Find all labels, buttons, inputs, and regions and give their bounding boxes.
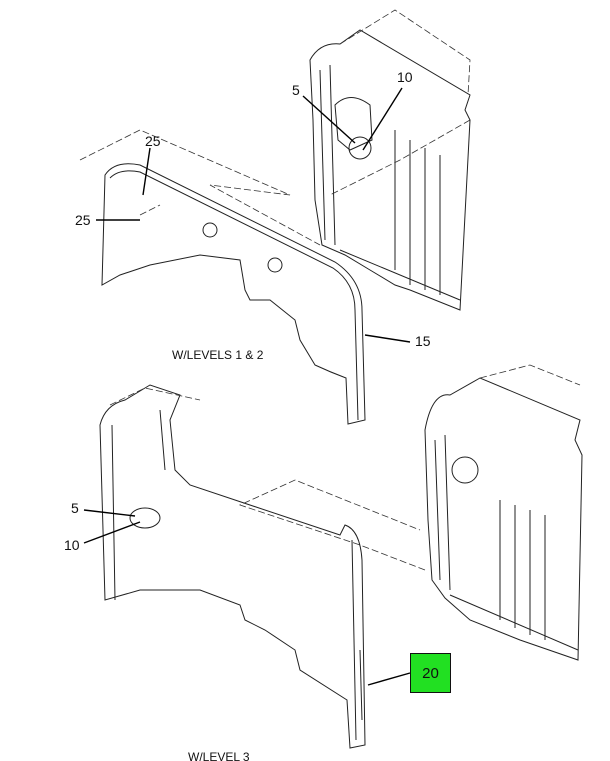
callout-5-lower: 5 [71,500,79,516]
callout-25-left: 25 [75,212,91,228]
callout-15: 15 [415,333,431,349]
upper-cab-structure [309,9,471,311]
callout-10-upper: 10 [397,69,413,85]
lower-cab-structure [238,364,583,661]
callout-10-lower: 10 [64,537,80,553]
lower-insulation-panel [99,384,366,749]
callout-20-highlighted[interactable]: 20 [410,653,451,693]
callout-5-upper: 5 [292,82,300,98]
upper-insulation-panel [79,129,366,425]
upper-view-caption: W/LEVELS 1 & 2 [172,348,264,362]
callout-25-top: 25 [145,133,161,149]
leader-lines [83,87,411,686]
lower-view-caption: W/LEVEL 3 [188,750,250,761]
